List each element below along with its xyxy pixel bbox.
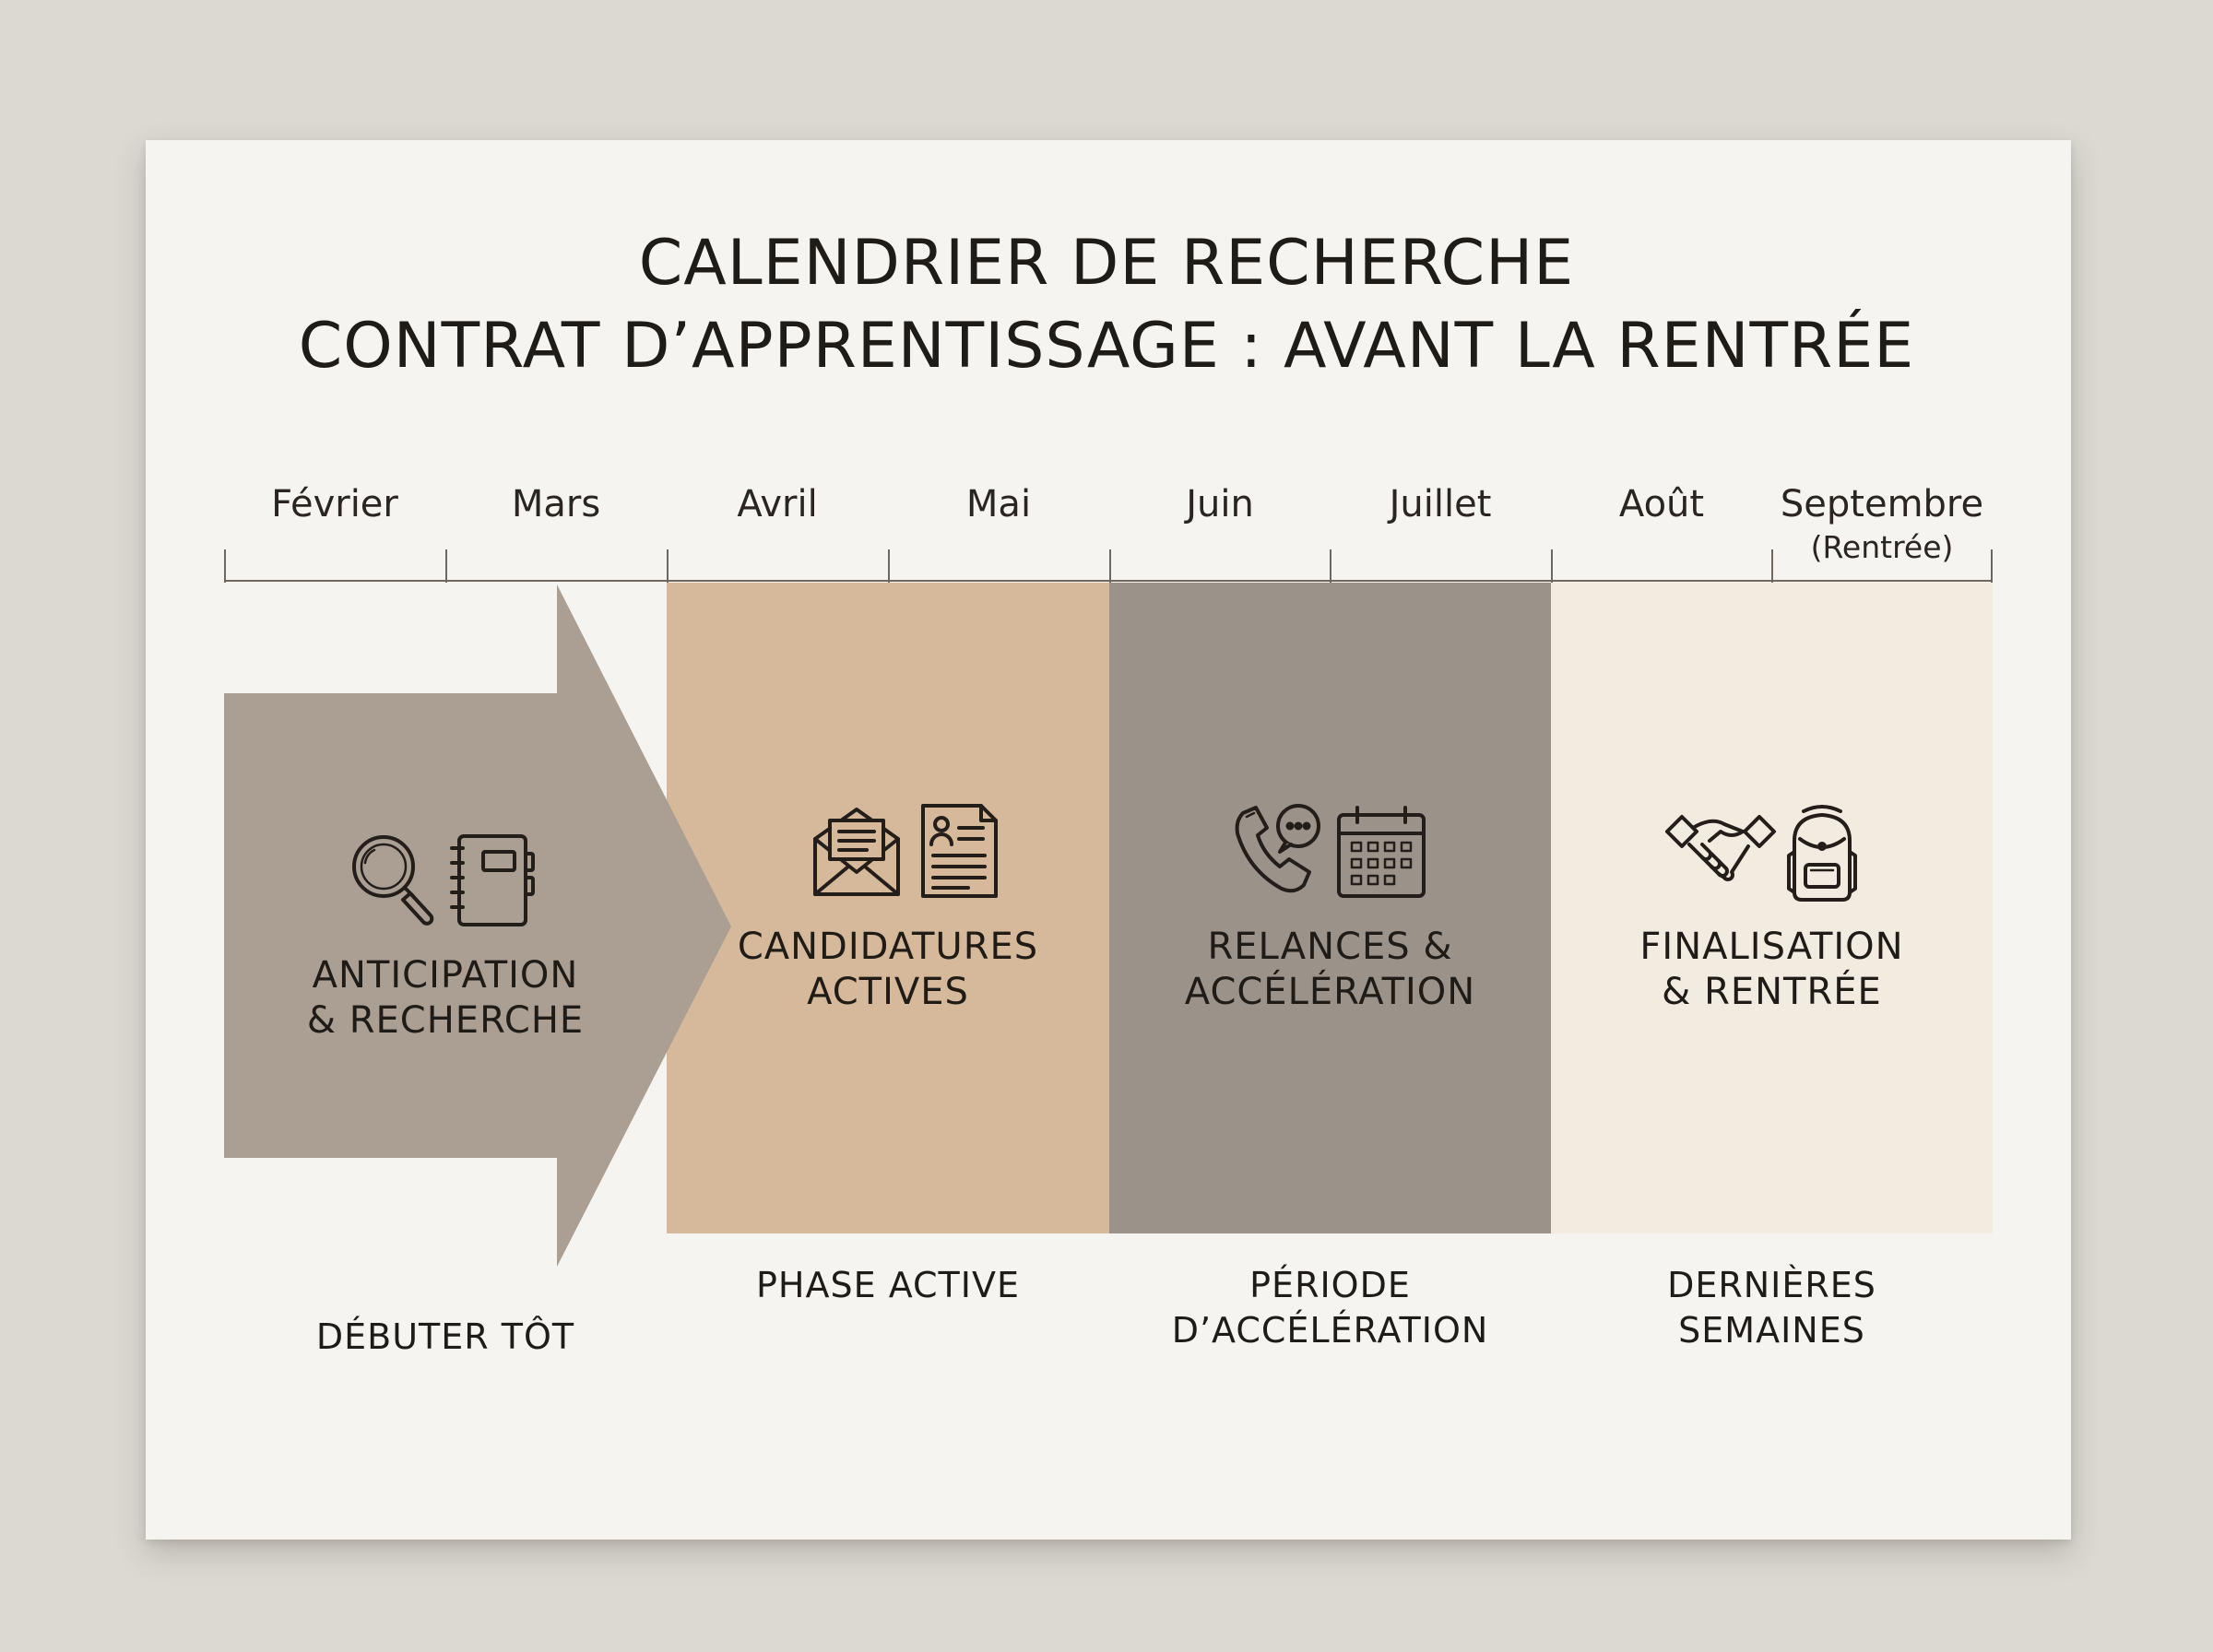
- axis-tick: [1771, 549, 1773, 583]
- phase-label-line: ANTICIPATION: [312, 954, 579, 997]
- envelope-icon: [813, 804, 998, 898]
- timeline-axis: [224, 580, 1993, 582]
- bottom-label-candidatures: PHASE ACTIVE: [667, 1263, 1109, 1308]
- backpack-icon: [1787, 805, 1857, 902]
- phase-label-line: ACCÉLÉRATION: [1184, 971, 1476, 1013]
- month-label-fevrier: Février: [271, 483, 398, 525]
- phase-label-relances: RELANCES & ACCÉLÉRATION: [1109, 925, 1551, 1015]
- month-label-juillet: Juillet: [1389, 483, 1492, 525]
- phase-label-line: RELANCES &: [1207, 926, 1453, 968]
- phase-label-anticipation: ANTICIPATION & RECHERCHE: [224, 953, 667, 1044]
- axis-tick: [888, 549, 890, 583]
- phase-block-candidatures: [667, 583, 1109, 1233]
- month-label-septembre: Septembre: [1780, 483, 1984, 525]
- title-line-1: CALENDRIER DE RECHERCHE: [638, 227, 1575, 300]
- phone-chat-icon: [1235, 804, 1426, 898]
- phase-label-line: CANDIDATURES: [737, 926, 1039, 968]
- phase-label-finalisation: FINALISATION & RENTRÉE: [1551, 925, 1993, 1015]
- notebook-icon: [450, 834, 535, 926]
- bottom-label-line: SEMAINES: [1678, 1310, 1865, 1351]
- bottom-label-line: DERNIÈRES: [1667, 1265, 1876, 1305]
- month-label-mars: Mars: [511, 483, 601, 525]
- phase-label-line: ACTIVES: [807, 971, 969, 1013]
- bottom-label-line: D’ACCÉLÉRATION: [1171, 1310, 1489, 1351]
- bottom-label-line: PHASE ACTIVE: [756, 1265, 1020, 1305]
- phase-label-line: & RECHERCHE: [306, 999, 585, 1042]
- axis-tick: [1109, 549, 1111, 583]
- phase-block-relances: [1109, 583, 1551, 1233]
- phase-label-line: & RENTRÉE: [1662, 971, 1882, 1013]
- axis-tick: [1551, 549, 1553, 583]
- phase-label-candidatures: CANDIDATURES ACTIVES: [667, 925, 1109, 1015]
- axis-tick: [1991, 549, 1993, 583]
- axis-tick: [224, 549, 226, 583]
- month-label-avril: Avril: [737, 483, 818, 525]
- month-note-rentree: (Rentrée): [1810, 529, 1954, 565]
- handshake-icon: [1665, 805, 1857, 902]
- bottom-label-line: PÉRIODE: [1249, 1265, 1411, 1305]
- resume-icon: [921, 804, 998, 898]
- month-label-mai: Mai: [965, 483, 1032, 525]
- bottom-label-line: DÉBUTER TÔT: [315, 1316, 575, 1357]
- bottom-label-finalisation: DERNIÈRES SEMAINES: [1551, 1263, 1993, 1353]
- title-line-2: CONTRAT D’APPRENTISSAGE : AVANT LA RENTR…: [298, 310, 1915, 383]
- month-label-aout: Août: [1618, 483, 1705, 525]
- axis-tick: [1330, 549, 1331, 583]
- magnifier-icon: [352, 834, 535, 926]
- bottom-label-anticipation: DÉBUTER TÔT: [224, 1315, 667, 1360]
- month-label-juin: Juin: [1186, 483, 1254, 525]
- axis-tick: [667, 549, 669, 583]
- axis-tick: [445, 549, 447, 583]
- bottom-label-relances: PÉRIODE D’ACCÉLÉRATION: [1109, 1263, 1551, 1353]
- calendar-icon: [1337, 806, 1426, 898]
- phase-label-line: FINALISATION: [1639, 926, 1904, 968]
- phase-block-finalisation: [1551, 583, 1993, 1233]
